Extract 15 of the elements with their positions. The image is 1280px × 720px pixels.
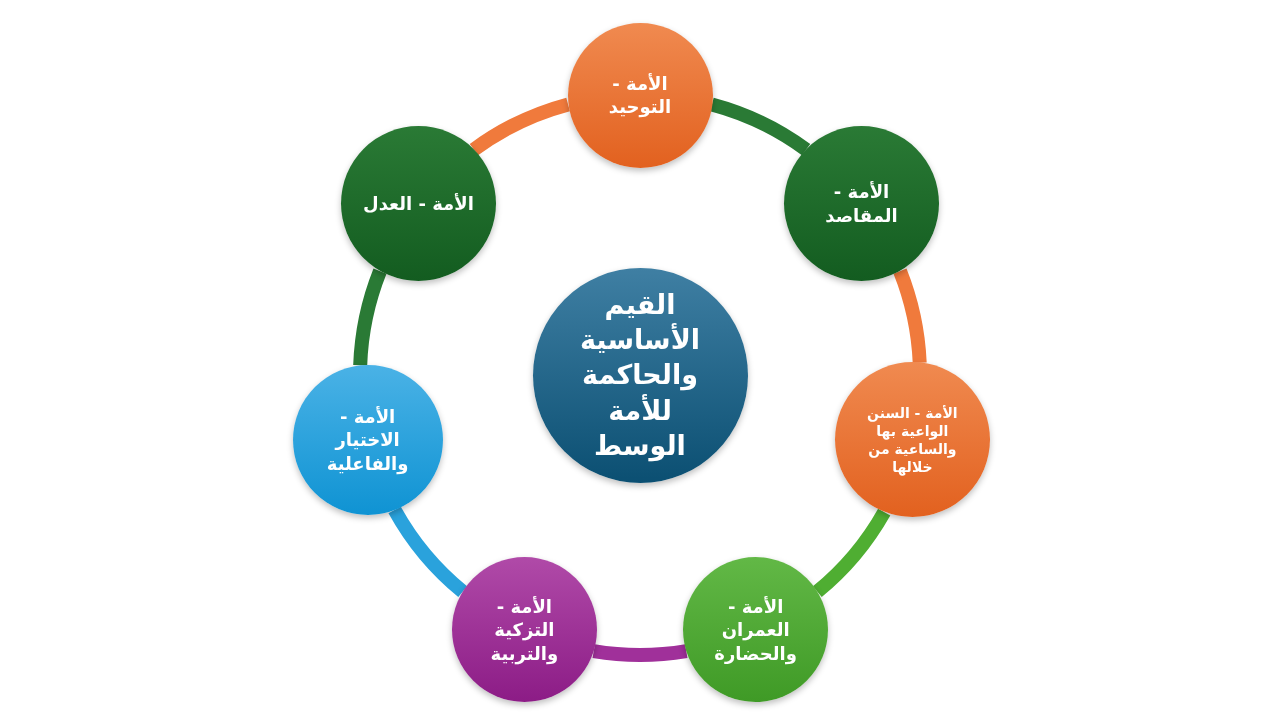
center-circle: القيم الأساسية والحاكمة للأمة الوسط bbox=[532, 267, 748, 483]
circle-node: الأمة - المقاصد bbox=[784, 126, 940, 282]
circle-node: الأمة - العدل bbox=[340, 126, 496, 282]
ring-arc bbox=[812, 508, 891, 597]
circle-node: الأمة - التزكية والتربية bbox=[451, 557, 597, 703]
ring-arc bbox=[893, 268, 927, 364]
circle-node: الأمة - العمران والحضارة bbox=[683, 557, 829, 703]
ring-arc bbox=[470, 97, 571, 156]
ring-arc bbox=[388, 506, 468, 597]
ring-arc bbox=[709, 97, 810, 156]
circle-node: الأمة - الاختيار والفاعلية bbox=[292, 364, 443, 515]
circle-node: الأمة - السنن الواعية بها والساعية من خلالها bbox=[834, 362, 990, 518]
ring-arc bbox=[592, 644, 688, 662]
ring-arc bbox=[353, 268, 387, 366]
circle-node: الأمة - التوحيد bbox=[567, 22, 713, 168]
